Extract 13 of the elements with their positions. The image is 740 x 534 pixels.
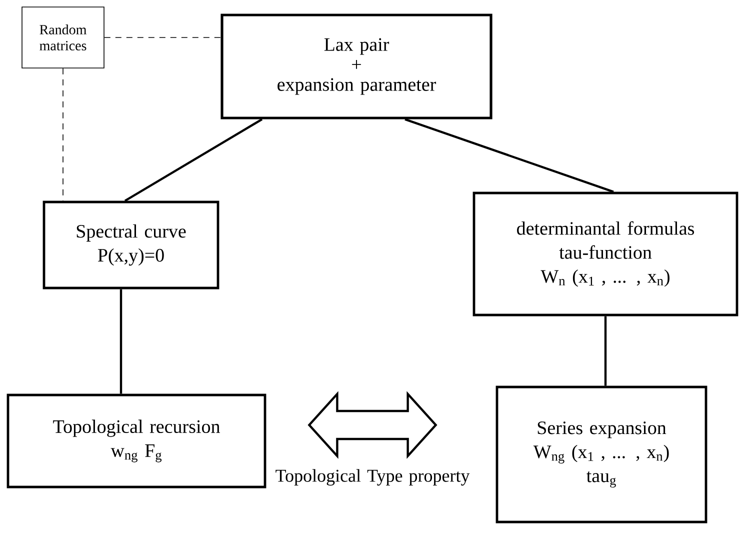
source-box: Random matrices <box>22 6 104 68</box>
connector-line <box>404 118 614 193</box>
connector-line <box>604 316 607 386</box>
process-box: determinantal formulas tau-function W$_{n}$ (x$_{1}$ , ... , x$_{n}$) <box>472 192 738 316</box>
process-box: Series expansion W$_{ng}$ (x$_{1}$ , ... , x$_{n}$) tau$_{g}$ <box>496 386 708 524</box>
edge-label: Topological Type property <box>276 469 470 486</box>
process-box: Spectral curve P(x,y)=0 <box>42 200 220 290</box>
connector-line <box>124 118 263 202</box>
process-box: Lax pair + expansion parameter <box>220 14 492 120</box>
dashed-line <box>104 37 222 38</box>
connector-line <box>120 289 122 394</box>
dashed-line <box>62 68 64 202</box>
process-box: Topological recursion w$_{ng}$ F$_{g}$ <box>6 394 266 488</box>
